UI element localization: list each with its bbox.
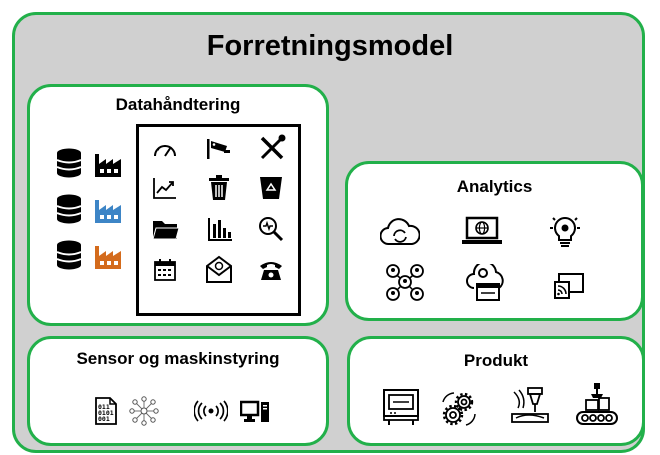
factory-icon (94, 150, 122, 178)
tools-icon (258, 134, 286, 162)
analytics-label: Analytics (456, 177, 533, 196)
sensor-label: Sensor og maskinstyring (76, 349, 280, 368)
data-management-label: Datahåndtering (115, 95, 241, 114)
factory-icon (94, 242, 122, 270)
search-icon (258, 216, 284, 242)
lightbulb-gear-icon (548, 214, 582, 250)
cnc-machine-icon (381, 386, 421, 426)
recycle-bin-icon (258, 175, 284, 201)
mail-icon (205, 254, 233, 284)
sensor-box: Sensor og maskinstyring (27, 336, 329, 446)
wireless-signal-icon (194, 400, 228, 422)
computer-icon (240, 400, 270, 424)
gears-icon (440, 390, 478, 428)
binary-line-1: 011 (98, 403, 110, 411)
cloud-browser-icon (466, 264, 506, 304)
cloud-sync-icon (380, 218, 420, 248)
neural-network-icon (129, 396, 159, 426)
database-icon (56, 194, 82, 224)
camera-icon (205, 136, 233, 162)
binary-line-2: 0101 (98, 409, 114, 417)
chart-line-icon (152, 176, 178, 200)
product-label: Produkt (463, 351, 529, 370)
conveyor-robot-icon (574, 382, 620, 428)
database-icon (56, 240, 82, 270)
binary-line-3: 001 (98, 415, 110, 423)
factory-icon (94, 196, 122, 224)
database-icon (56, 148, 82, 178)
calendar-icon (153, 258, 177, 282)
phone-icon (258, 258, 284, 282)
screen-cast-icon (553, 272, 585, 300)
trash-icon (208, 175, 230, 201)
page-title: Forretningsmodel (206, 30, 454, 62)
laser-cutter-icon (510, 386, 550, 426)
folder-icon (152, 218, 180, 242)
laptop-globe-icon (461, 216, 503, 246)
bar-chart-icon (207, 216, 233, 242)
gauge-icon (152, 136, 178, 162)
network-people-icon (385, 262, 425, 302)
